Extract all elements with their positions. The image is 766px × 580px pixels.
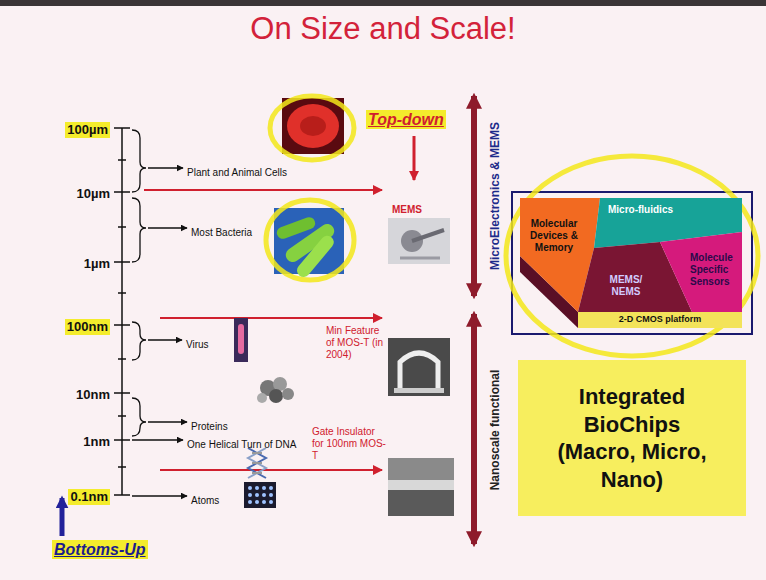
feature-label: MEMS	[392, 204, 422, 216]
protein-image	[257, 377, 294, 403]
label-holder: 1nm	[40, 432, 110, 450]
region-label: Molecule Specific Sensors	[690, 252, 740, 288]
atom-lattice-image	[244, 482, 276, 508]
sensor-region: Molecule Specific Sensors	[660, 232, 742, 312]
object-label: One Helical Turn of DNA	[187, 439, 297, 451]
feature-label: Gate Insulator for 100nm MOS-T	[312, 426, 386, 462]
feature-arrow	[144, 136, 414, 470]
label-holder: Plant and Animal Cells	[187, 162, 317, 180]
range-brace	[132, 130, 146, 436]
scale-label: 1nm	[83, 434, 110, 450]
label-holder: Nanoscale functional	[485, 370, 503, 491]
pen-annotation	[266, 96, 758, 356]
title-holder: On Size and Scale!	[183, 10, 583, 47]
direction-label: Bottoms-Up	[52, 540, 148, 559]
label-holder: Gate Insulator for 100nm MOS-T	[312, 426, 386, 463]
region-label: 2-D CMOS platform	[580, 314, 740, 325]
label-holder: 0.1nm	[40, 487, 110, 505]
region-label: Integrated BioChips	[547, 383, 717, 438]
bacteria-image	[274, 208, 344, 280]
region-fill	[660, 232, 742, 312]
label-holder: Virus	[186, 334, 230, 352]
label-holder: Top-down	[366, 110, 466, 129]
scale-label: 10nm	[76, 387, 110, 403]
label-holder: 10nm	[40, 385, 110, 403]
label-holder: 1µm	[40, 254, 110, 272]
region-fill	[578, 312, 742, 328]
region-label: (Macro, Micro, Nano)	[537, 438, 727, 493]
slide-title: On Size and Scale!	[250, 10, 515, 47]
scale-label: 100nm	[65, 319, 110, 335]
range-arrow	[471, 96, 477, 296]
label-holder: 10µm	[40, 184, 110, 202]
label-holder: MEMS	[392, 199, 442, 217]
scale-label: 1µm	[84, 256, 110, 272]
range-label: MicroElectronics & MEMS	[488, 122, 502, 270]
object-label: Atoms	[191, 495, 219, 507]
scale-label: 0.1nm	[68, 489, 110, 505]
leader-arrow	[132, 168, 187, 496]
scale-ruler	[114, 128, 130, 495]
region-label: MEMS/ NEMS	[604, 274, 648, 298]
cell-image	[282, 98, 344, 154]
direction-label: Top-down	[366, 110, 446, 129]
range-arrow	[471, 314, 477, 544]
label-holder: Proteins	[191, 416, 251, 434]
range-label: Nanoscale functional	[488, 370, 502, 491]
virus-image	[234, 318, 248, 362]
label-holder: Most Bacteria	[191, 222, 281, 240]
object-label: Proteins	[191, 421, 228, 433]
cmos-platform-strip: 2-D CMOS platform	[578, 312, 742, 328]
direction-arrow	[60, 498, 65, 536]
feature-label: Min Feature of MOS-T (in 2004)	[326, 325, 384, 361]
object-label: Most Bacteria	[191, 227, 252, 239]
transistor-image	[388, 338, 450, 396]
scale-label: 10µm	[76, 186, 110, 202]
label-holder: MicroElectronics & MEMS	[485, 122, 503, 270]
scale-label: 100µm	[65, 122, 110, 138]
top-band	[0, 0, 766, 6]
label-holder: Atoms	[191, 490, 241, 508]
region-label: Molecular Devices & Memory	[522, 218, 586, 254]
label-holder: 100nm	[40, 317, 110, 335]
object-label: Plant and Animal Cells	[187, 167, 287, 179]
label-holder: Min Feature of MOS-T (in 2004)	[326, 325, 384, 362]
object-label: Virus	[186, 339, 209, 351]
label-holder: Bottoms-Up	[52, 540, 162, 559]
label-holder: 100µm	[40, 120, 110, 138]
region-label: Micro-fluidics	[608, 204, 704, 216]
mems-image	[388, 218, 450, 264]
biochip-box: Integrated BioChips(Macro, Micro, Nano)	[518, 360, 746, 516]
gate-insulator-image	[388, 458, 454, 516]
label-holder: One Helical Turn of DNA	[187, 434, 327, 452]
dna-image	[248, 448, 266, 478]
biochip-frame	[512, 192, 752, 334]
